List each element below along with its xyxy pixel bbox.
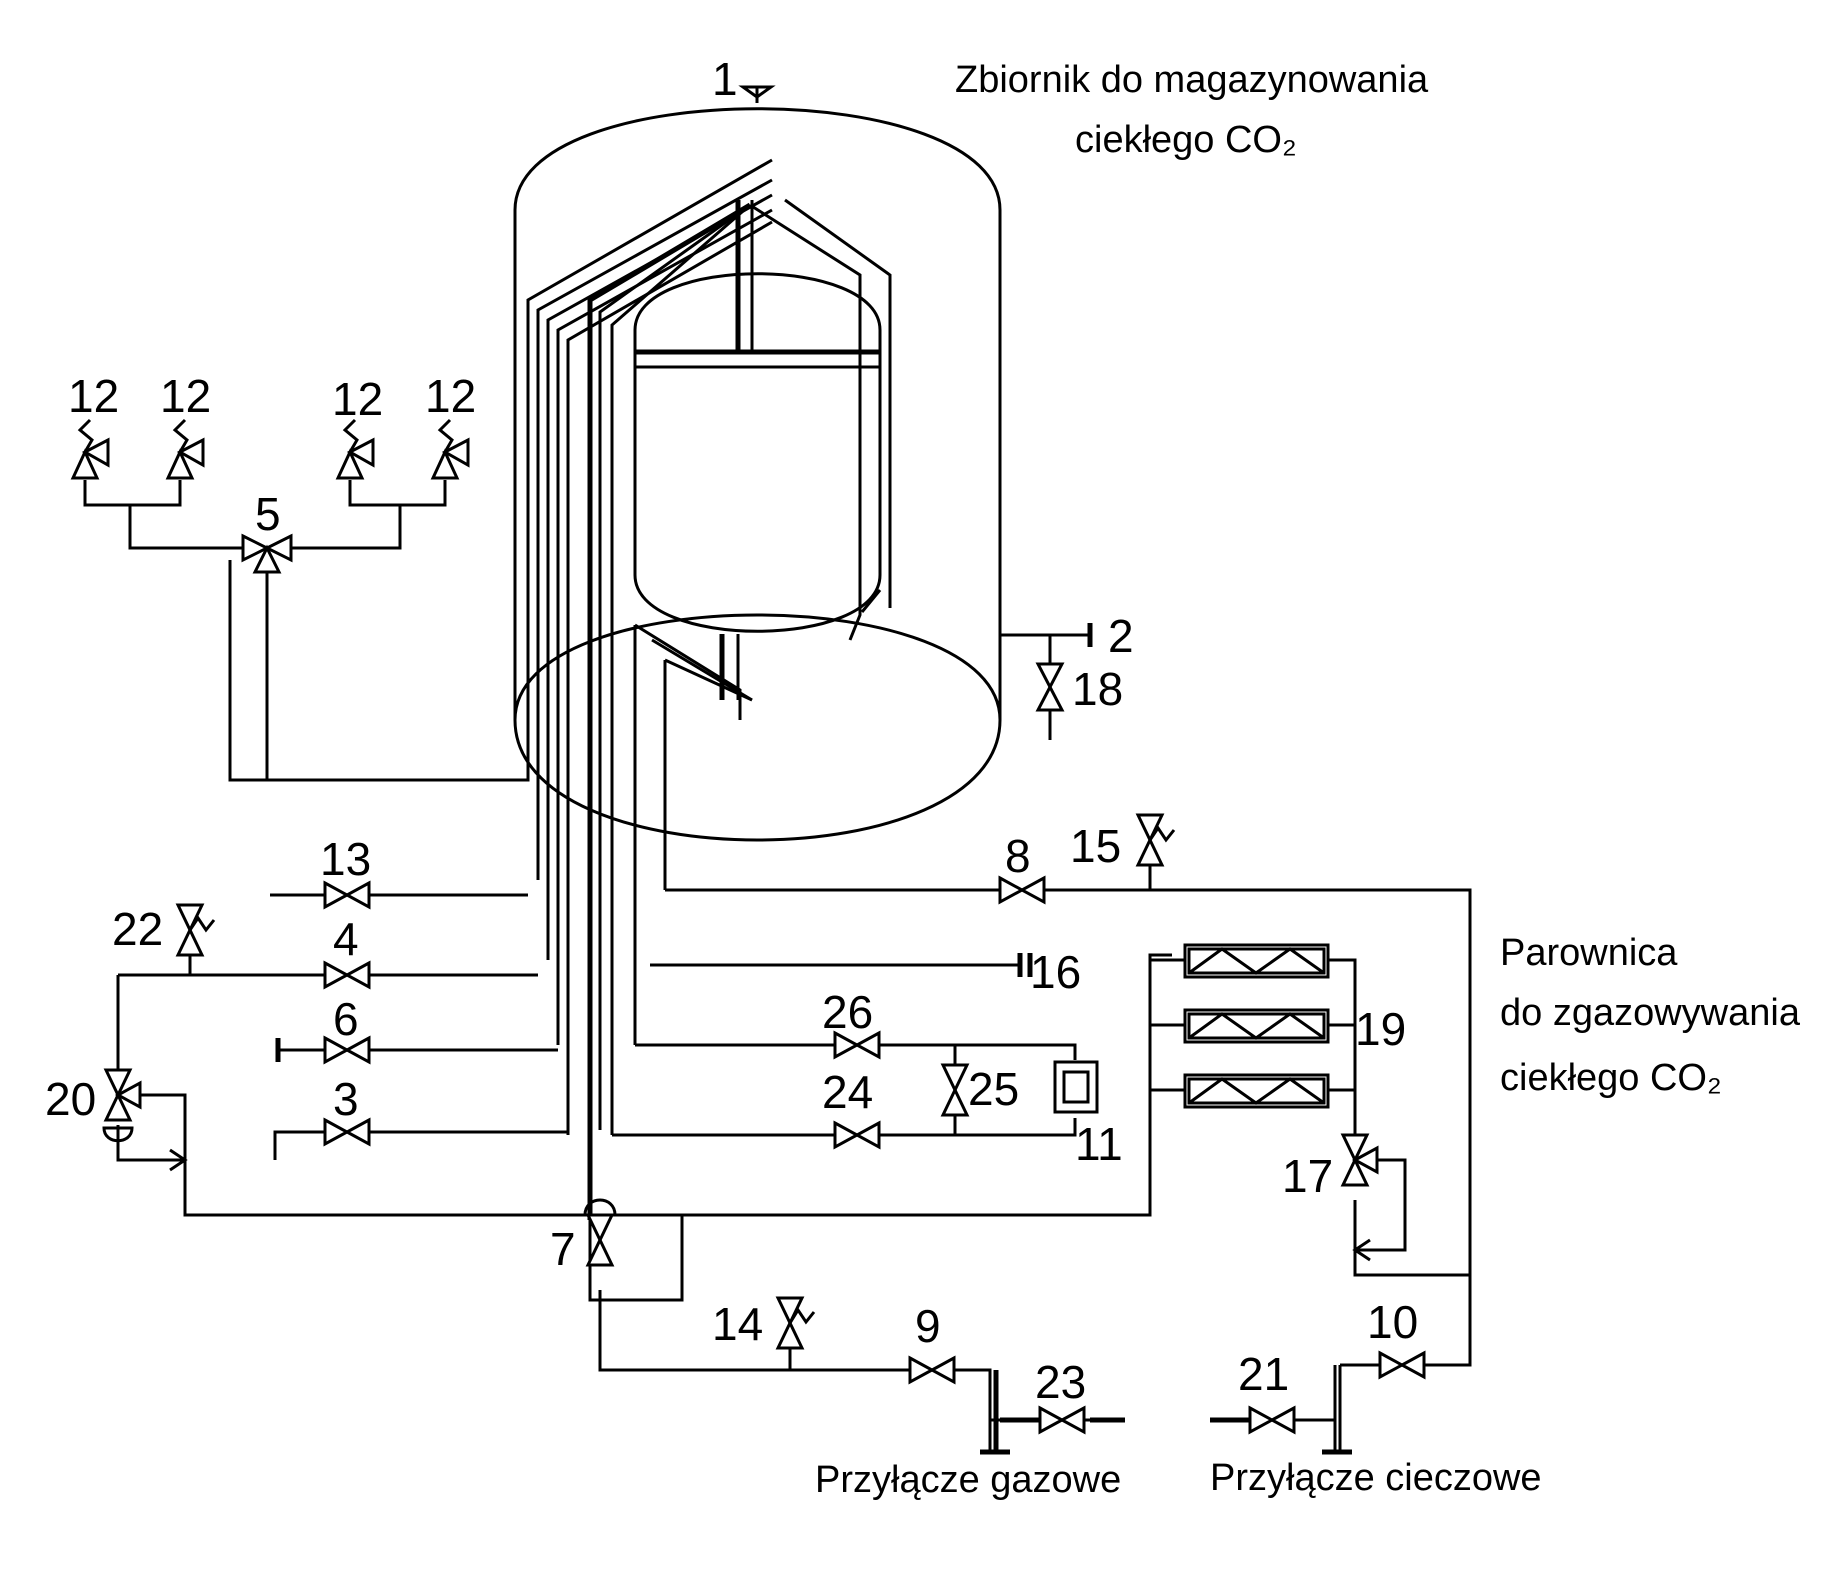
- valve-8: [998, 875, 1046, 905]
- label-13: 13: [320, 833, 371, 885]
- valve-13: [323, 880, 371, 910]
- label-22: 22: [112, 903, 163, 955]
- evaporator-title-line1: Parownica: [1500, 932, 1678, 974]
- label-10: 10: [1367, 1296, 1418, 1348]
- valve-25: [940, 1063, 970, 1117]
- label-14: 14: [712, 1298, 763, 1350]
- valve-3: [323, 1117, 371, 1147]
- regulator-loop: [116, 953, 1172, 1217]
- valve-7: [583, 1198, 617, 1267]
- valve-26: [833, 1030, 881, 1060]
- tank-title-line1: Zbiornik do magazynowania: [955, 59, 1429, 101]
- valve-23: [1038, 1405, 1086, 1435]
- label-12c: 12: [332, 373, 383, 425]
- valve-24: [833, 1120, 881, 1150]
- inner-vessel: [633, 200, 882, 700]
- evaporator-title-line2: do zgazowywania: [1500, 992, 1801, 1034]
- regulator-17: [1340, 1133, 1379, 1187]
- evap-coil-2: [1183, 1008, 1330, 1044]
- lower-outlet-pipe: [633, 623, 753, 1045]
- label-26: 26: [822, 986, 873, 1038]
- label-20: 20: [45, 1073, 96, 1125]
- label-4: 4: [333, 913, 359, 965]
- three-way-valve-5: [241, 533, 293, 574]
- safety-valve-c: [335, 418, 375, 480]
- valve-4: [323, 960, 371, 990]
- tank-title-line2: ciekłego CO₂: [1075, 119, 1297, 161]
- label-15: 15: [1070, 820, 1121, 872]
- pipe-bundle: [228, 158, 892, 1220]
- gauge-11: [1053, 1060, 1099, 1114]
- valve-6: [323, 1035, 371, 1065]
- label-17: 17: [1282, 1150, 1333, 1202]
- valve-9: [908, 1355, 956, 1385]
- evaporator-19: [1148, 958, 1470, 1450]
- label-21: 21: [1238, 1348, 1289, 1400]
- evaporator-title-line3: ciekłego CO₂: [1500, 1057, 1722, 1099]
- right-lines: [612, 865, 1472, 1367]
- label-3: 3: [333, 1073, 359, 1125]
- label-24: 24: [822, 1066, 873, 1118]
- label-9: 9: [915, 1300, 941, 1352]
- safety-valve-b: [165, 418, 205, 480]
- label-25: 25: [968, 1063, 1019, 1115]
- safety-valve-a: [70, 418, 110, 480]
- gas-connection-label: Przyłącze gazowe: [815, 1459, 1121, 1501]
- label-23: 23: [1035, 1356, 1086, 1408]
- label-5: 5: [255, 488, 281, 540]
- liquid-connection-label: Przyłącze cieczowe: [1210, 1457, 1542, 1499]
- safety-valve-14: [775, 1296, 816, 1350]
- label-1: 1: [712, 53, 738, 105]
- gas-line: [588, 1215, 1125, 1455]
- label-8: 8: [1005, 830, 1031, 882]
- outer-tank: [513, 107, 1002, 842]
- label-19: 19: [1355, 1003, 1406, 1055]
- label-12b: 12: [160, 370, 211, 422]
- regulator-20: [102, 1068, 142, 1143]
- label-16: 16: [1030, 946, 1081, 998]
- safety-valve-22: [175, 903, 216, 957]
- label-12a: 12: [68, 370, 119, 422]
- safety-valve-d: [430, 418, 470, 480]
- top-vent-symbol: [738, 85, 776, 103]
- label-12d: 12: [425, 370, 476, 422]
- evap-coil-3: [1183, 1073, 1330, 1109]
- safety-valve-15: [1135, 813, 1176, 867]
- label-18: 18: [1072, 663, 1123, 715]
- label-6: 6: [333, 993, 359, 1045]
- valve-21: [1248, 1405, 1296, 1435]
- label-2: 2: [1108, 610, 1134, 662]
- valve-10: [1378, 1350, 1426, 1380]
- label-7: 7: [550, 1223, 576, 1275]
- label-11: 11: [1075, 1118, 1123, 1170]
- evap-coil-1: [1183, 943, 1330, 979]
- side-drain: [1000, 623, 1093, 740]
